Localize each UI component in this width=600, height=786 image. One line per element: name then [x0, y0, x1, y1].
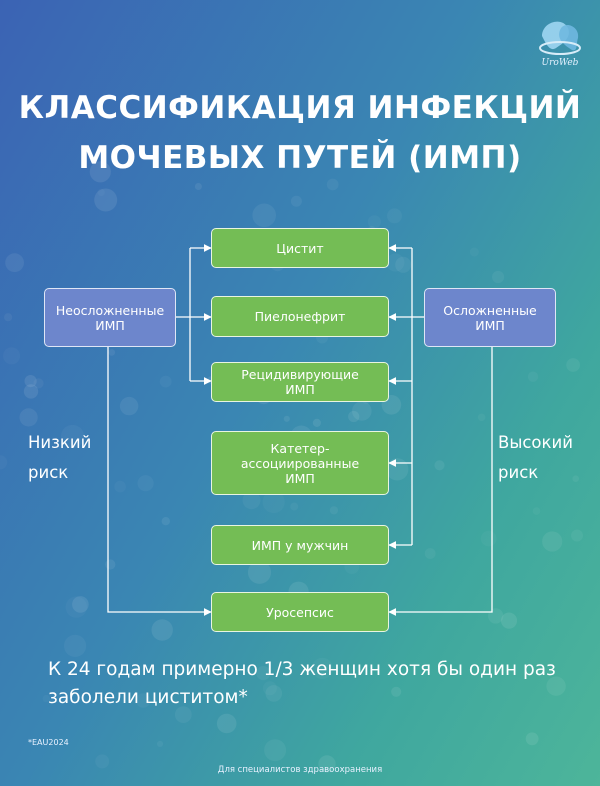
droplet	[159, 375, 172, 388]
right-to-urosepsis-arrow	[388, 347, 493, 616]
low-risk-label: Низкий риск	[28, 428, 91, 488]
droplet	[434, 460, 445, 471]
droplet	[348, 410, 360, 423]
droplet	[532, 507, 541, 515]
droplet	[329, 506, 338, 515]
droplet	[525, 732, 539, 746]
uncomplicated-uti-box: Неосложненные ИМП	[44, 288, 176, 347]
droplet	[264, 739, 287, 762]
droplet	[252, 203, 276, 228]
droplet	[318, 755, 336, 773]
urosepsis-box: Уросепсис	[211, 592, 389, 632]
droplet	[572, 475, 579, 483]
low-risk-line-2: риск	[28, 463, 69, 482]
droplet	[137, 475, 154, 492]
droplet	[395, 256, 412, 273]
low-risk-line-1: Низкий	[28, 433, 92, 452]
droplet	[283, 415, 290, 422]
high-risk-label: Высокий риск	[498, 428, 573, 488]
droplet	[60, 424, 85, 449]
droplet	[194, 183, 202, 190]
droplet	[156, 740, 164, 748]
droplet	[265, 685, 283, 702]
droplet	[19, 408, 38, 427]
droplet	[492, 270, 505, 284]
droplet	[352, 401, 372, 421]
droplet	[247, 560, 272, 584]
logo-text: UroWeb	[541, 58, 579, 68]
high-risk-line-1: Высокий	[498, 433, 573, 452]
droplet	[23, 384, 39, 399]
recurrent-uti-box: Рецидивирующие ИМП	[211, 362, 389, 402]
droplet	[424, 548, 436, 559]
droplet	[64, 634, 87, 658]
droplet	[542, 531, 563, 552]
droplet	[242, 491, 261, 510]
droplet	[477, 413, 486, 422]
logo-icon	[539, 21, 581, 55]
droplet	[290, 195, 302, 207]
title-line-2: МОЧЕВЫХ ПУТЕЙ (ИМП)	[78, 140, 522, 176]
droplet	[216, 713, 237, 734]
droplet	[326, 178, 339, 191]
droplet	[94, 188, 118, 212]
left-to-urosepsis-arrow	[107, 347, 212, 616]
catheter-associated-uti-box: Катетер-ассоциированные ИМП	[211, 431, 389, 495]
title-line-1: КЛАССИФИКАЦИЯ ИНФЕКЦИЙ	[18, 90, 582, 126]
droplet	[290, 502, 299, 511]
droplet	[161, 517, 170, 526]
droplet	[119, 396, 139, 416]
statistic-note: К 24 годам примерно 1/3 женщин хотя бы о…	[48, 659, 556, 708]
droplet	[527, 371, 539, 382]
droplet	[5, 253, 24, 273]
droplet	[151, 619, 173, 641]
complicated-uti-box: Осложненные ИМП	[424, 288, 556, 347]
droplet	[386, 253, 405, 272]
cystitis-box: Цистит	[211, 228, 389, 268]
droplet	[4, 313, 13, 322]
droplet	[566, 358, 580, 372]
droplet	[312, 418, 321, 427]
footer-disclaimer: Для специалистов здравоохранения	[217, 765, 383, 775]
uti-in-men-box: ИМП у мужчин	[211, 525, 389, 565]
droplet	[571, 529, 583, 542]
droplet	[89, 161, 111, 183]
droplet	[391, 686, 402, 697]
droplet	[174, 706, 192, 723]
droplet	[108, 349, 116, 356]
droplet	[256, 666, 271, 681]
high-risk-line-2: риск	[498, 463, 539, 482]
droplet	[24, 375, 37, 388]
droplet	[72, 596, 89, 613]
droplet	[387, 208, 402, 224]
footnote: *EAU2024	[28, 738, 69, 747]
droplet	[500, 612, 518, 629]
droplet	[95, 754, 110, 769]
droplet	[33, 378, 44, 389]
droplet	[546, 676, 566, 696]
pyelonephritis-box: Пиелонефрит	[211, 296, 389, 337]
droplet	[136, 693, 151, 708]
